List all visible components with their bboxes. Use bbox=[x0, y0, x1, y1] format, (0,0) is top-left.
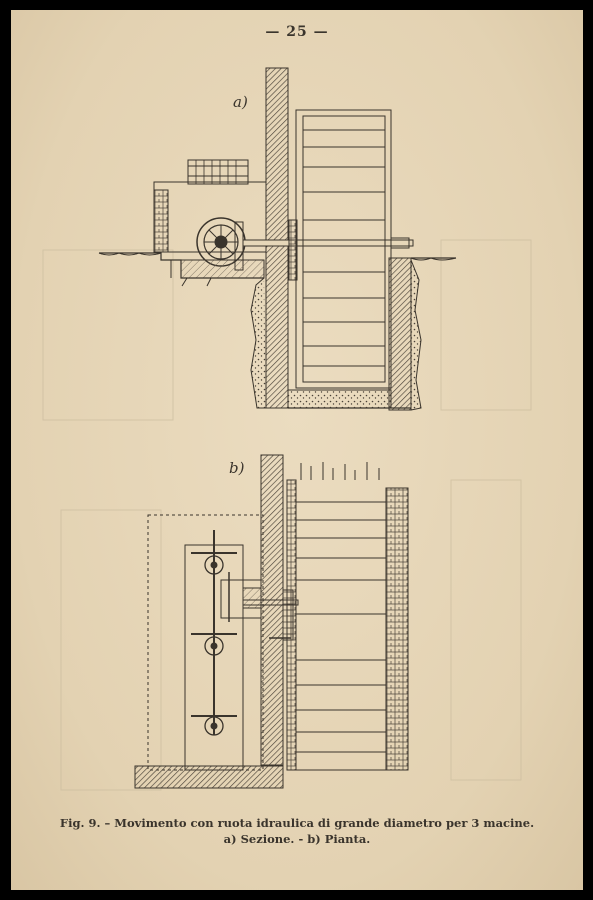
millstone-1 bbox=[191, 552, 237, 575]
figure-a-section bbox=[98, 67, 457, 411]
figure-caption: Fig. 9. – Movimento con ruota idraulica … bbox=[59, 816, 535, 830]
bleed-through-ghost bbox=[42, 239, 532, 791]
figure-a-label: a) bbox=[233, 93, 248, 111]
technical-illustration: a) b) bbox=[42, 67, 532, 791]
page-number: — 25 — bbox=[265, 24, 329, 40]
figure-caption-subtitle: a) Sezione. - b) Pianta. bbox=[223, 832, 371, 846]
millstone-2 bbox=[191, 633, 237, 656]
figure-b-plan bbox=[134, 454, 409, 789]
book-page: — 25 — bbox=[11, 10, 583, 890]
figure-b-label: b) bbox=[229, 459, 245, 477]
millstone-3 bbox=[191, 715, 237, 736]
